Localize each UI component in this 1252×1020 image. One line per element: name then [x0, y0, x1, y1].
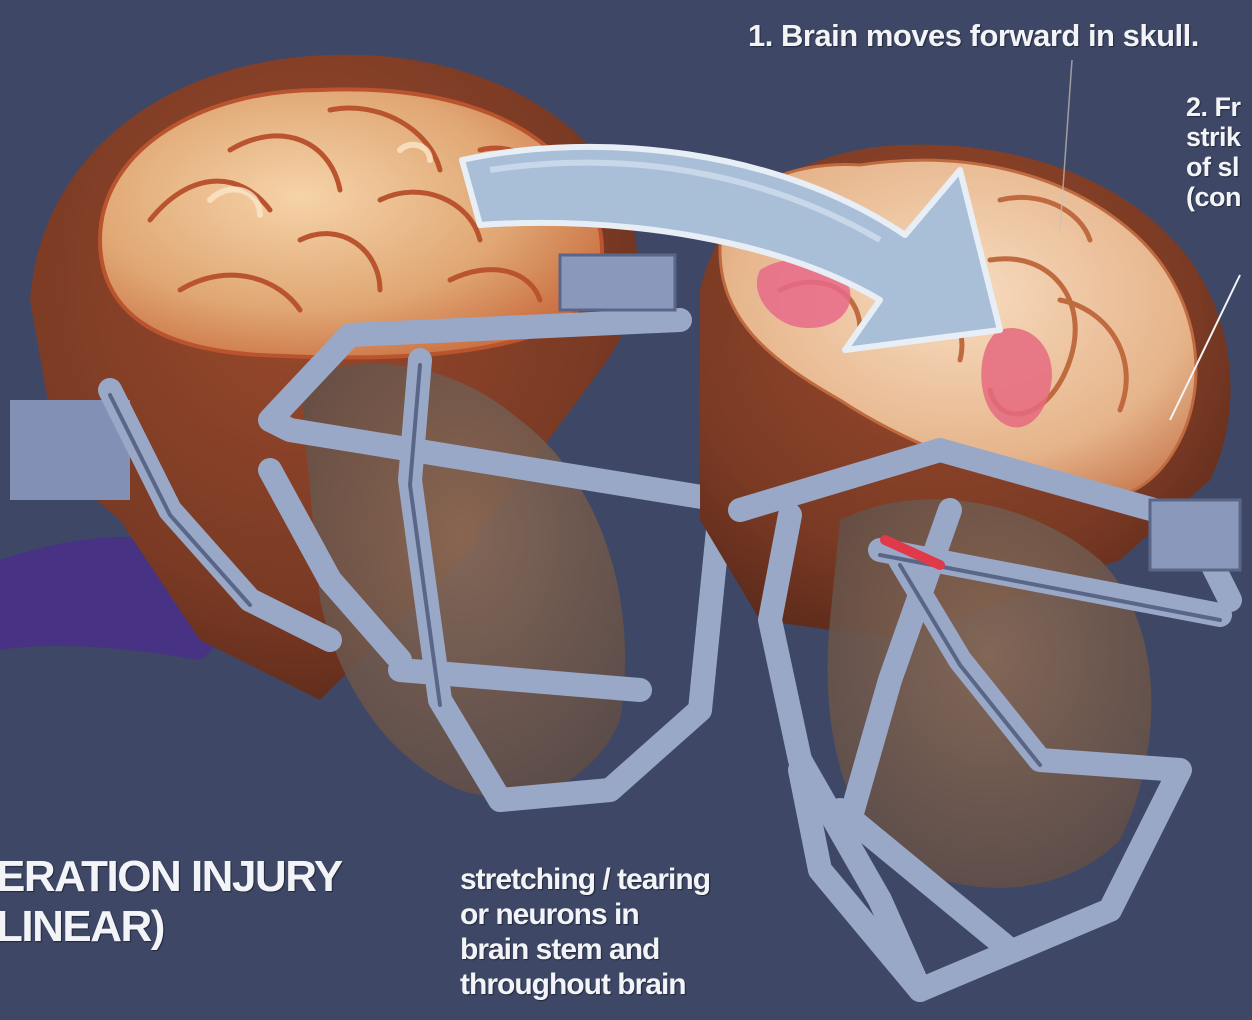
injury-title-line: LINEAR)	[0, 902, 342, 952]
stretching-caption: stretching / tearing or neurons in brain…	[460, 862, 710, 1002]
stretching-line: or neurons in	[460, 897, 710, 932]
step2-line: (con	[1186, 182, 1241, 212]
stretching-line: throughout brain	[460, 967, 710, 1002]
step2-line: strik	[1186, 122, 1241, 152]
stretching-line: brain stem and	[460, 932, 710, 967]
step1-caption: 1. Brain moves forward in skull.	[748, 18, 1199, 54]
left-helmet-bumper	[560, 255, 675, 310]
stretching-line: stretching / tearing	[460, 862, 710, 897]
step2-line: 2. Fr	[1186, 92, 1241, 122]
step2-line: of sl	[1186, 152, 1241, 182]
injury-title: ERATION INJURY LINEAR)	[0, 852, 342, 952]
right-helmet-bumper	[1150, 500, 1240, 570]
injury-title-line: ERATION INJURY	[0, 852, 342, 902]
step2-caption: 2. Fr strik of sl (con	[1186, 92, 1241, 212]
